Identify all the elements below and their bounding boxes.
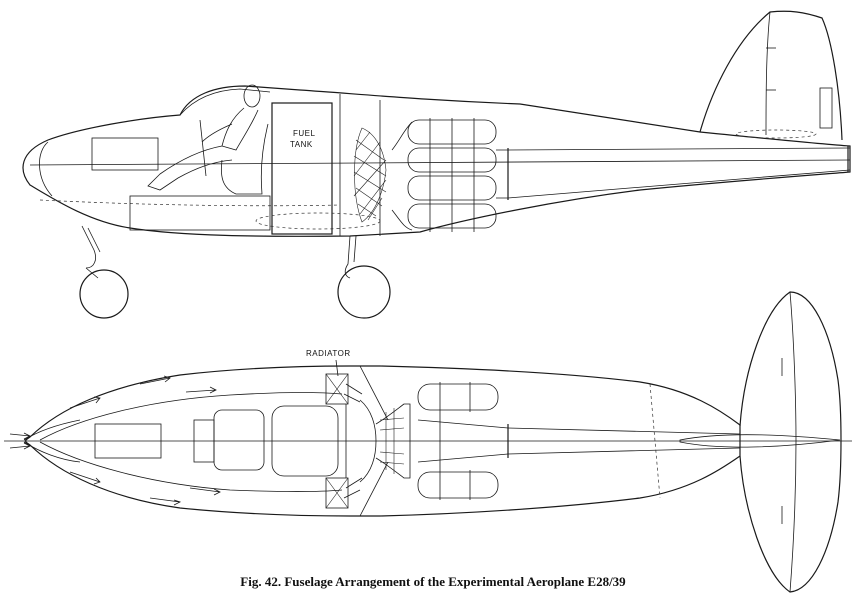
radiators: [325, 373, 363, 509]
nose-landing-gear: [79, 225, 129, 319]
side-datum-line: [29, 159, 851, 166]
plan-engine-impeller: [359, 399, 411, 483]
pilot-torso: [221, 107, 259, 151]
radiator-lower: [325, 477, 349, 509]
combustion-chambers: [391, 118, 497, 232]
airflow-arrows: [9, 375, 221, 506]
rudder: [765, 11, 771, 136]
side-elevation: FUEL TANK: [22, 10, 851, 319]
plan-view: RADIATOR: [4, 291, 852, 593]
side-wing-outline: [255, 212, 381, 230]
side-upper-longeron: [39, 199, 341, 207]
nose-wheel: [79, 269, 129, 319]
plan-tailplane: [739, 291, 842, 593]
side-floor-box: [129, 195, 271, 231]
plan-nose-intake: [23, 419, 81, 463]
radiator-leader-line: [335, 359, 339, 377]
radiator-label: RADIATOR: [306, 349, 351, 358]
radiator-upper: [325, 373, 349, 405]
tail-fin: [699, 10, 843, 141]
plan-combustion-chamber-lower: [417, 471, 499, 499]
plan-inner-duct-lower: [39, 441, 343, 492]
tailplane-outline: [735, 129, 817, 139]
side-nose-cap: [39, 141, 53, 197]
pilot-head: [243, 84, 261, 108]
plan-inner-duct-upper: [39, 392, 343, 441]
fuel-tank: [271, 102, 333, 235]
side-canopy: [179, 88, 271, 116]
plan-fin-fairing: [679, 434, 841, 448]
plan-tail-pipe: [507, 427, 741, 455]
side-jet-pipe-top: [507, 147, 851, 151]
pilot-legs: [147, 145, 233, 191]
control-stick: [199, 119, 207, 177]
side-jet-pipe-bottom: [507, 169, 851, 199]
plan-pilot-seat: [213, 409, 265, 471]
fuel-tank-label-line1: FUEL: [293, 129, 316, 138]
rudder-trim-tab: [819, 87, 833, 129]
fuel-tank-label-line2: TANK: [290, 140, 313, 149]
side-fuselage-outline: [22, 85, 851, 237]
plan-elevator-line: [789, 291, 797, 593]
plan-fuselage-outline: [24, 365, 741, 517]
main-landing-gear: [337, 235, 391, 319]
engine-intake-mesh: [354, 127, 387, 223]
side-nose-equipment-box: [91, 137, 159, 171]
pilot-arm: [201, 123, 233, 143]
main-wheel: [337, 265, 391, 319]
plan-fuel-tank: [271, 405, 339, 477]
side-jet-pipe: [496, 149, 509, 199]
plan-jet-pipe: [417, 419, 509, 463]
pilot-seat: [220, 123, 269, 195]
plan-combustion-chamber-upper: [417, 383, 499, 411]
plan-nose-equipment-box: [94, 423, 162, 459]
pilot-figure: [147, 84, 269, 195]
figure-caption: Fig. 42. Fuselage Arrangement of the Exp…: [240, 574, 626, 589]
